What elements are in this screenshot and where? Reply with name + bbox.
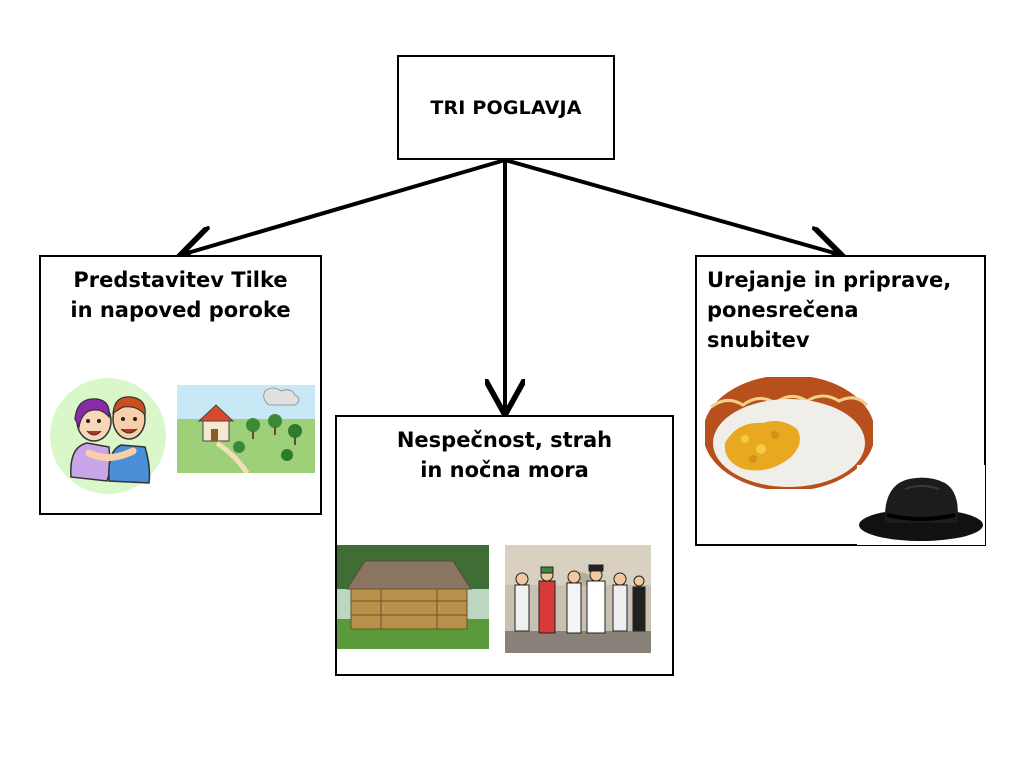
couple-hugging-illustration <box>50 378 166 494</box>
chapter-2-title-line-1: Nespečnost, strah <box>396 428 613 452</box>
child-drawing-house-landscape <box>177 385 315 473</box>
chapter-3-title-line-1: Urejanje in priprave, <box>707 268 952 292</box>
chapter-3-title-line-2: ponesrečena <box>707 298 859 322</box>
root-node: TRI POGLAVJA <box>397 55 615 160</box>
root-title: TRI POGLAVJA <box>430 96 582 119</box>
arrow-to-chapter-1 <box>184 158 506 254</box>
chapter-1-title-line-2: in napoved poroke <box>70 298 291 322</box>
chapter-3-node: Urejanje in priprave, ponesrečena snubit… <box>695 255 986 546</box>
chapter-2-title-line-2: in nočna mora <box>420 458 589 482</box>
chapter-3-title-line-3: snubitev <box>707 328 810 352</box>
millet-porridge-bowl-photo <box>705 377 873 489</box>
chapter-1-title: Predstavitev Tilke in napoved poroke <box>41 265 320 325</box>
hayrack-barn-photo <box>337 545 489 649</box>
folk-dancers-photo <box>505 545 651 653</box>
chapter-2-node: Nespečnost, strah in nočna mora <box>335 415 674 676</box>
chapter-3-title: Urejanje in priprave, ponesrečena snubit… <box>707 265 980 355</box>
chapter-1-title-line-1: Predstavitev Tilke <box>73 268 288 292</box>
chapter-1-node: Predstavitev Tilke in napoved poroke <box>39 255 322 515</box>
arrow-to-chapter-3 <box>504 158 838 254</box>
chapter-2-title: Nespečnost, strah in nočna mora <box>337 425 672 485</box>
black-hat-icon <box>857 465 985 545</box>
